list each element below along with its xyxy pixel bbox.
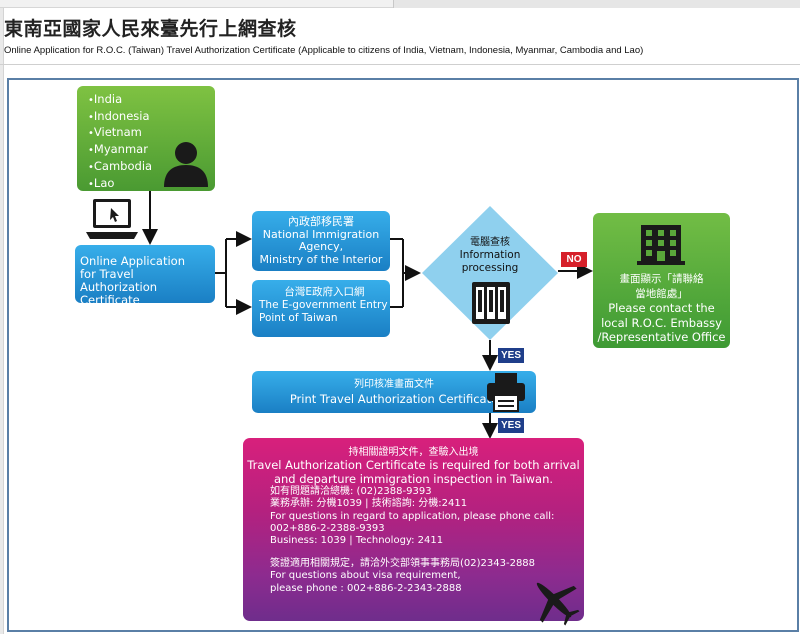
final-info-line: For questions about visa requirement, <box>270 570 461 582</box>
yes-tag: YES <box>498 418 524 433</box>
check-label: 電腦查核 Information processing <box>447 236 533 275</box>
apply-line: for Travel <box>80 267 134 281</box>
header-divider <box>0 64 800 65</box>
final-info-line: For questions in regard to application, … <box>270 510 555 522</box>
check-zh: 電腦查核 <box>470 237 510 248</box>
apply-box: Online Application for Travel Authorizat… <box>75 245 215 307</box>
yes-tag: YES <box>498 348 524 363</box>
contact-embassy-box: 畫面顯示「請聯絡 當地館處」 Please contact the local … <box>593 213 730 348</box>
final-en-line: and departure immigration inspection in … <box>273 471 554 486</box>
final-info-line: Business: 1039 | Technology: 2411 <box>270 535 444 547</box>
apply-line: Authorization Certificate <box>80 280 158 307</box>
window-left-edge <box>0 0 4 634</box>
final-info-line: please phone : 002+886-2-2343-2888 <box>270 582 462 594</box>
egov-zh: 台灣E政府入口網 <box>284 286 365 298</box>
contact-line: Please contact the <box>608 301 715 315</box>
server-icon <box>472 282 510 324</box>
nia-line: National Immigration <box>262 227 380 241</box>
final-info-box: 持相關證明文件，查驗入出境 Travel Authorization Certi… <box>243 438 584 621</box>
country-item: Cambodia <box>88 159 215 176</box>
browser-tab-edge <box>393 0 800 8</box>
browser-top-strip <box>0 0 800 8</box>
egov-box: 台灣E政府入口網 The E-government Entry Point of… <box>252 280 390 337</box>
print-en: Print Travel Authorization Certificate <box>289 392 499 406</box>
airplane-icon <box>536 582 580 626</box>
country-item: Indonesia <box>88 109 215 126</box>
country-item: India <box>88 92 215 109</box>
country-item: Vietnam <box>88 125 215 142</box>
final-info-line: 簽證適用相關規定，請洽外交部領事事務局(02)2343-2888 <box>270 558 536 570</box>
check-line: processing <box>461 262 519 274</box>
final-info-line: 002+886-2-2388-9393 <box>270 522 385 534</box>
final-info-line: 業務承辦: 分機1039 | 技術諮詢: 分機:2411 <box>270 498 468 510</box>
apply-line: Online Application <box>80 254 186 268</box>
person-icon <box>164 142 208 187</box>
page-title: 東南亞國家人民來臺先行上網查核 <box>4 18 297 40</box>
print-zh: 列印核准畫面文件 <box>354 379 434 390</box>
printer-icon <box>487 373 525 412</box>
contact-line: /Representative Office <box>597 330 726 344</box>
page-subtitle: Online Application for R.O.C. (Taiwan) T… <box>4 45 644 56</box>
final-info-line: 如有問題請洽總機: (02)2388-9393 <box>270 486 432 498</box>
nia-box: 內政部移民署 National Immigration Agency, Mini… <box>252 211 390 271</box>
laptop-icon <box>86 199 138 239</box>
no-tag: NO <box>561 252 587 267</box>
country-item: Myanmar <box>88 142 215 159</box>
check-line: Information <box>459 249 521 261</box>
nia-zh: 內政部移民署 <box>288 215 354 228</box>
nia-line: Ministry of the Interior <box>259 252 383 266</box>
contact-zh: 畫面顯示「請聯絡 <box>619 273 704 285</box>
check-diamond <box>422 206 558 340</box>
country-item: Lao <box>88 176 215 193</box>
final-zh-title: 持相關證明文件，查驗入出境 <box>348 447 479 458</box>
contact-zh: 當地館處」 <box>635 287 688 300</box>
final-en-line: Travel Authorization Certificate is requ… <box>247 458 580 473</box>
egov-line: The E-government Entry <box>259 299 388 311</box>
building-icon <box>637 225 685 265</box>
contact-line: local R.O.C. Embassy <box>601 315 722 330</box>
egov-line: Point of Taiwan <box>259 312 338 324</box>
nia-line: Agency, <box>298 240 344 253</box>
country-list: India Indonesia Vietnam Myanmar Cambodia… <box>88 92 215 192</box>
